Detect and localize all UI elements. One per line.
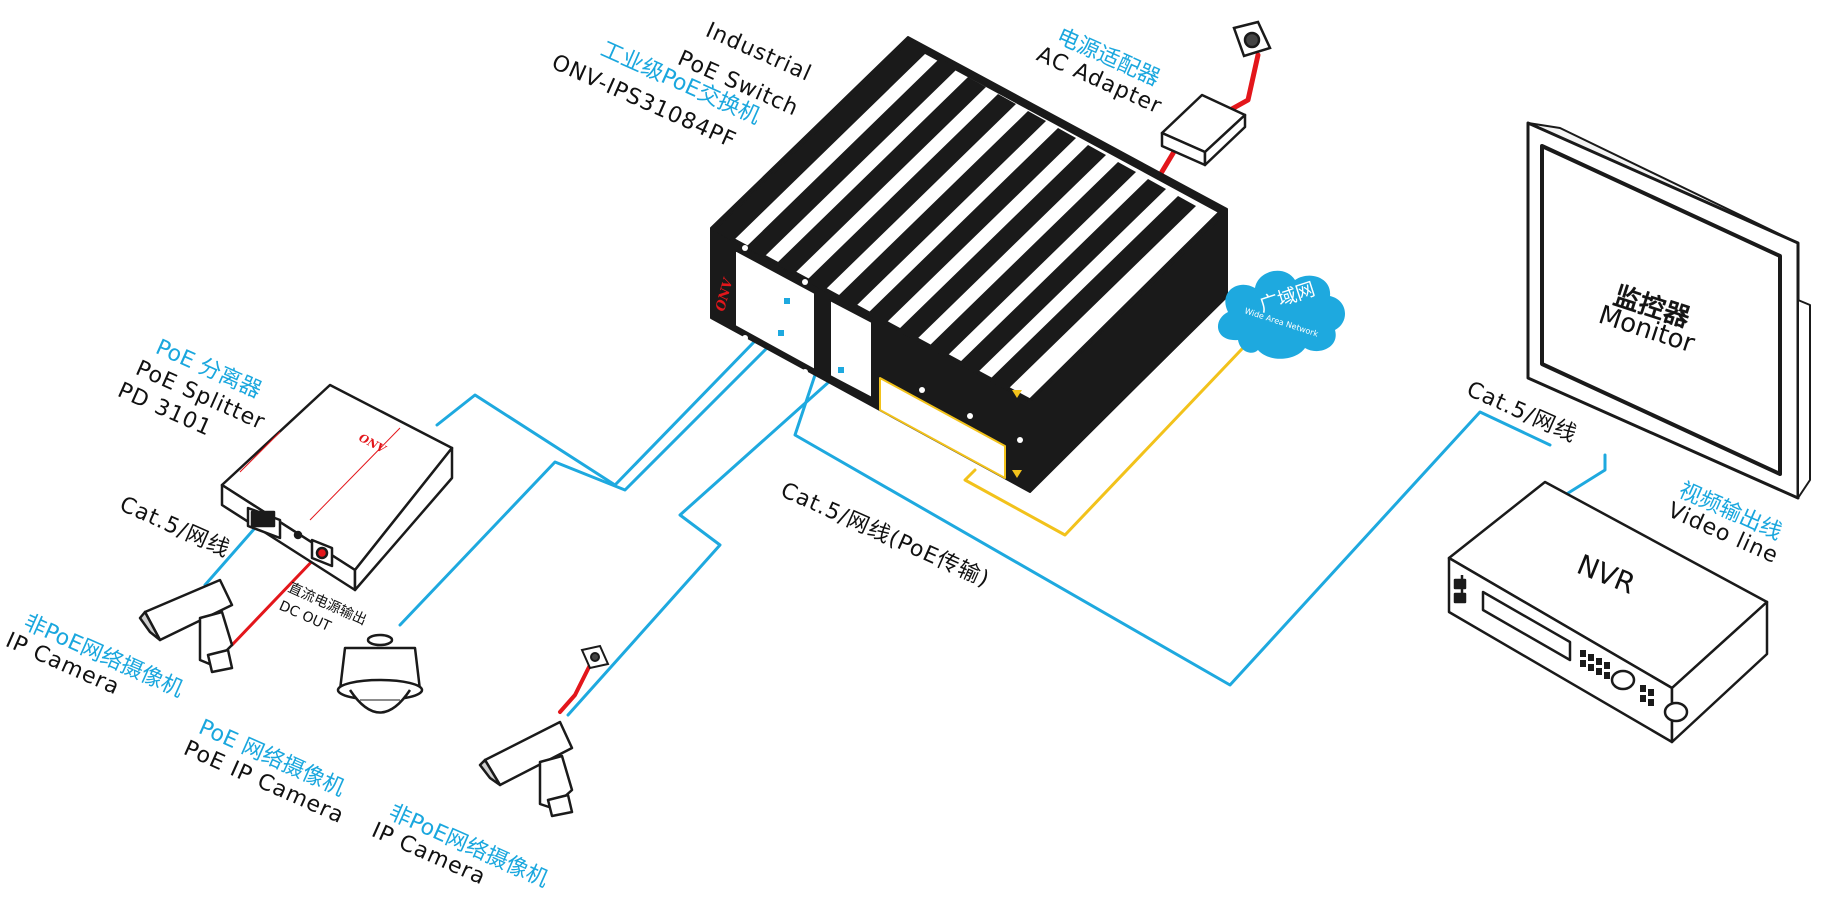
wan-cable bbox=[963, 328, 1262, 537]
poe-dome-camera bbox=[336, 633, 424, 714]
left-ip-camera bbox=[138, 578, 234, 674]
switch-to-poe-camera-cable bbox=[398, 333, 782, 627]
ac-adapter bbox=[1160, 93, 1247, 167]
switch-port-panel-a bbox=[734, 249, 816, 371]
wall-socket-icon bbox=[1232, 20, 1272, 58]
wan-cloud-icon: 广域网 Wide Area Network bbox=[1217, 270, 1346, 359]
switch-to-nvr-cable bbox=[793, 358, 1552, 687]
bottom-ip-camera bbox=[478, 720, 574, 818]
heatsink-fins bbox=[716, 43, 1196, 393]
switch-to-splitter-cable bbox=[435, 303, 792, 487]
dc-out-cable bbox=[230, 553, 320, 647]
cables bbox=[203, 52, 1607, 717]
splitter-to-camera-cable bbox=[203, 518, 264, 587]
switch-port-panel-c bbox=[879, 377, 1006, 479]
nvr-to-monitor-cable bbox=[1563, 453, 1607, 497]
poe-splitter: ONV bbox=[220, 383, 454, 592]
poe-switch: ONV bbox=[710, 36, 1228, 493]
bottom-camera-power-cable bbox=[558, 663, 592, 714]
adapter-power-cable bbox=[1227, 52, 1261, 113]
switch-to-bottom-camera-cable bbox=[566, 370, 842, 717]
switch-port-panel-b bbox=[829, 299, 873, 399]
monitor: 监控器 Monitor bbox=[1526, 121, 1811, 500]
nvr: NVR bbox=[1447, 480, 1769, 744]
bottom-wall-socket-icon bbox=[580, 644, 610, 670]
